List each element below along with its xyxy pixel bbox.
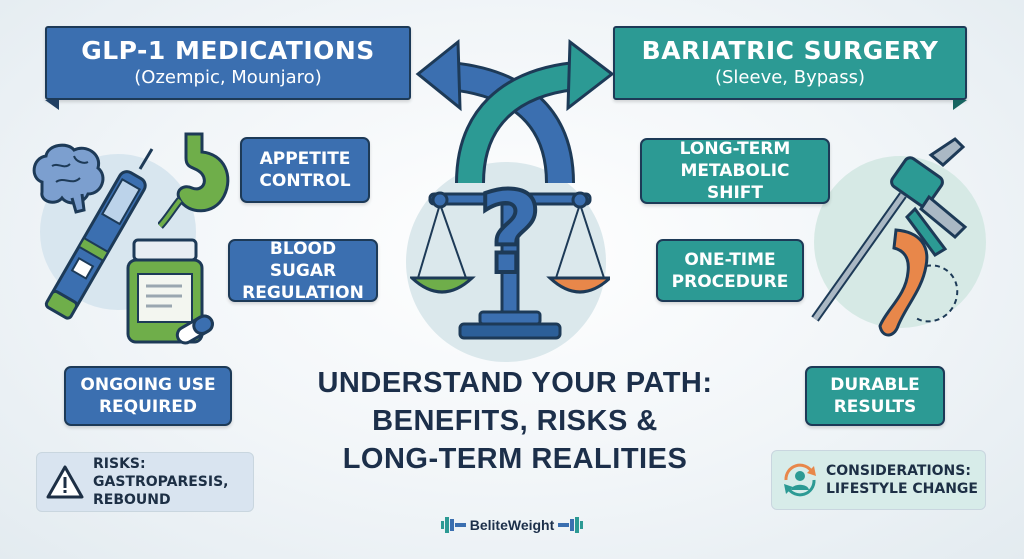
headline: UNDERSTAND YOUR PATH: BENEFITS, RISKS & … xyxy=(290,364,740,478)
callout-label: DURABLE RESULTS xyxy=(830,375,920,417)
surgical-stapler-icon xyxy=(811,137,968,322)
dumbbell-left-icon xyxy=(440,517,466,533)
balance-scale-icon: ? xyxy=(410,167,610,340)
bariatric-banner-title: BARIATRIC SURGERY xyxy=(641,36,939,65)
pill-bottle-icon xyxy=(126,238,214,345)
crossing-arrows-icon xyxy=(415,38,615,184)
glp1-banner: GLP-1 MEDICATIONS (Ozempic, Mounjaro) xyxy=(45,26,411,100)
appetite-control-callout: APPETITE CONTROL xyxy=(240,137,370,203)
bariatric-banner: BARIATRIC SURGERY (Sleeve, Bypass) xyxy=(613,26,967,100)
person-cycle-icon xyxy=(784,463,816,497)
blood-sugar-callout: BLOOD SUGAR REGULATION xyxy=(228,238,378,303)
callout-label: LONG-TERM METABOLIC SHIFT xyxy=(679,139,791,203)
headline-line: BENEFITS, RISKS & xyxy=(372,405,658,437)
callout-label: ONGOING USE REQUIRED xyxy=(80,375,216,417)
banner-fold xyxy=(45,100,59,110)
dumbbell-right-icon xyxy=(558,517,584,533)
ongoing-use-callout: ONGOING USE REQUIRED xyxy=(64,366,232,426)
risks-box: RISKS: GASTROPARESIS, REBOUND xyxy=(36,452,254,512)
durable-results-callout: DURABLE RESULTS xyxy=(805,366,945,426)
considerations-box: CONSIDERATIONS: LIFESTYLE CHANGE xyxy=(771,450,986,510)
sleeve-stomach-icon xyxy=(878,228,959,337)
brain-icon xyxy=(32,143,105,214)
stomach-icon xyxy=(158,132,230,229)
one-time-procedure-callout: ONE-TIME PROCEDURE xyxy=(656,239,804,302)
callout-label: APPETITE CONTROL xyxy=(259,149,351,191)
banner-fold xyxy=(953,100,967,110)
glp1-banner-subtitle: (Ozempic, Mounjaro) xyxy=(134,67,322,88)
question-mark-icon: ? xyxy=(478,169,543,299)
injection-pen-icon xyxy=(44,148,154,320)
glp1-banner-title: GLP-1 MEDICATIONS xyxy=(81,36,375,65)
metabolic-shift-callout: LONG-TERM METABOLIC SHIFT xyxy=(640,138,830,204)
headline-line: LONG-TERM REALITIES xyxy=(342,443,688,475)
considerations-label: CONSIDERATIONS: LIFESTYLE CHANGE xyxy=(826,463,978,497)
callout-label: ONE-TIME PROCEDURE xyxy=(671,249,789,292)
risks-label: RISKS: GASTROPARESIS, REBOUND xyxy=(93,456,229,508)
brand-name: BeliteWeight xyxy=(469,517,555,533)
headline-line: UNDERSTAND YOUR PATH: xyxy=(317,367,713,399)
bariatric-banner-subtitle: (Sleeve, Bypass) xyxy=(714,67,865,88)
brand-logo: BeliteWeight xyxy=(432,508,592,542)
callout-label: BLOOD SUGAR REGULATION xyxy=(242,238,364,303)
warning-icon xyxy=(46,465,84,499)
